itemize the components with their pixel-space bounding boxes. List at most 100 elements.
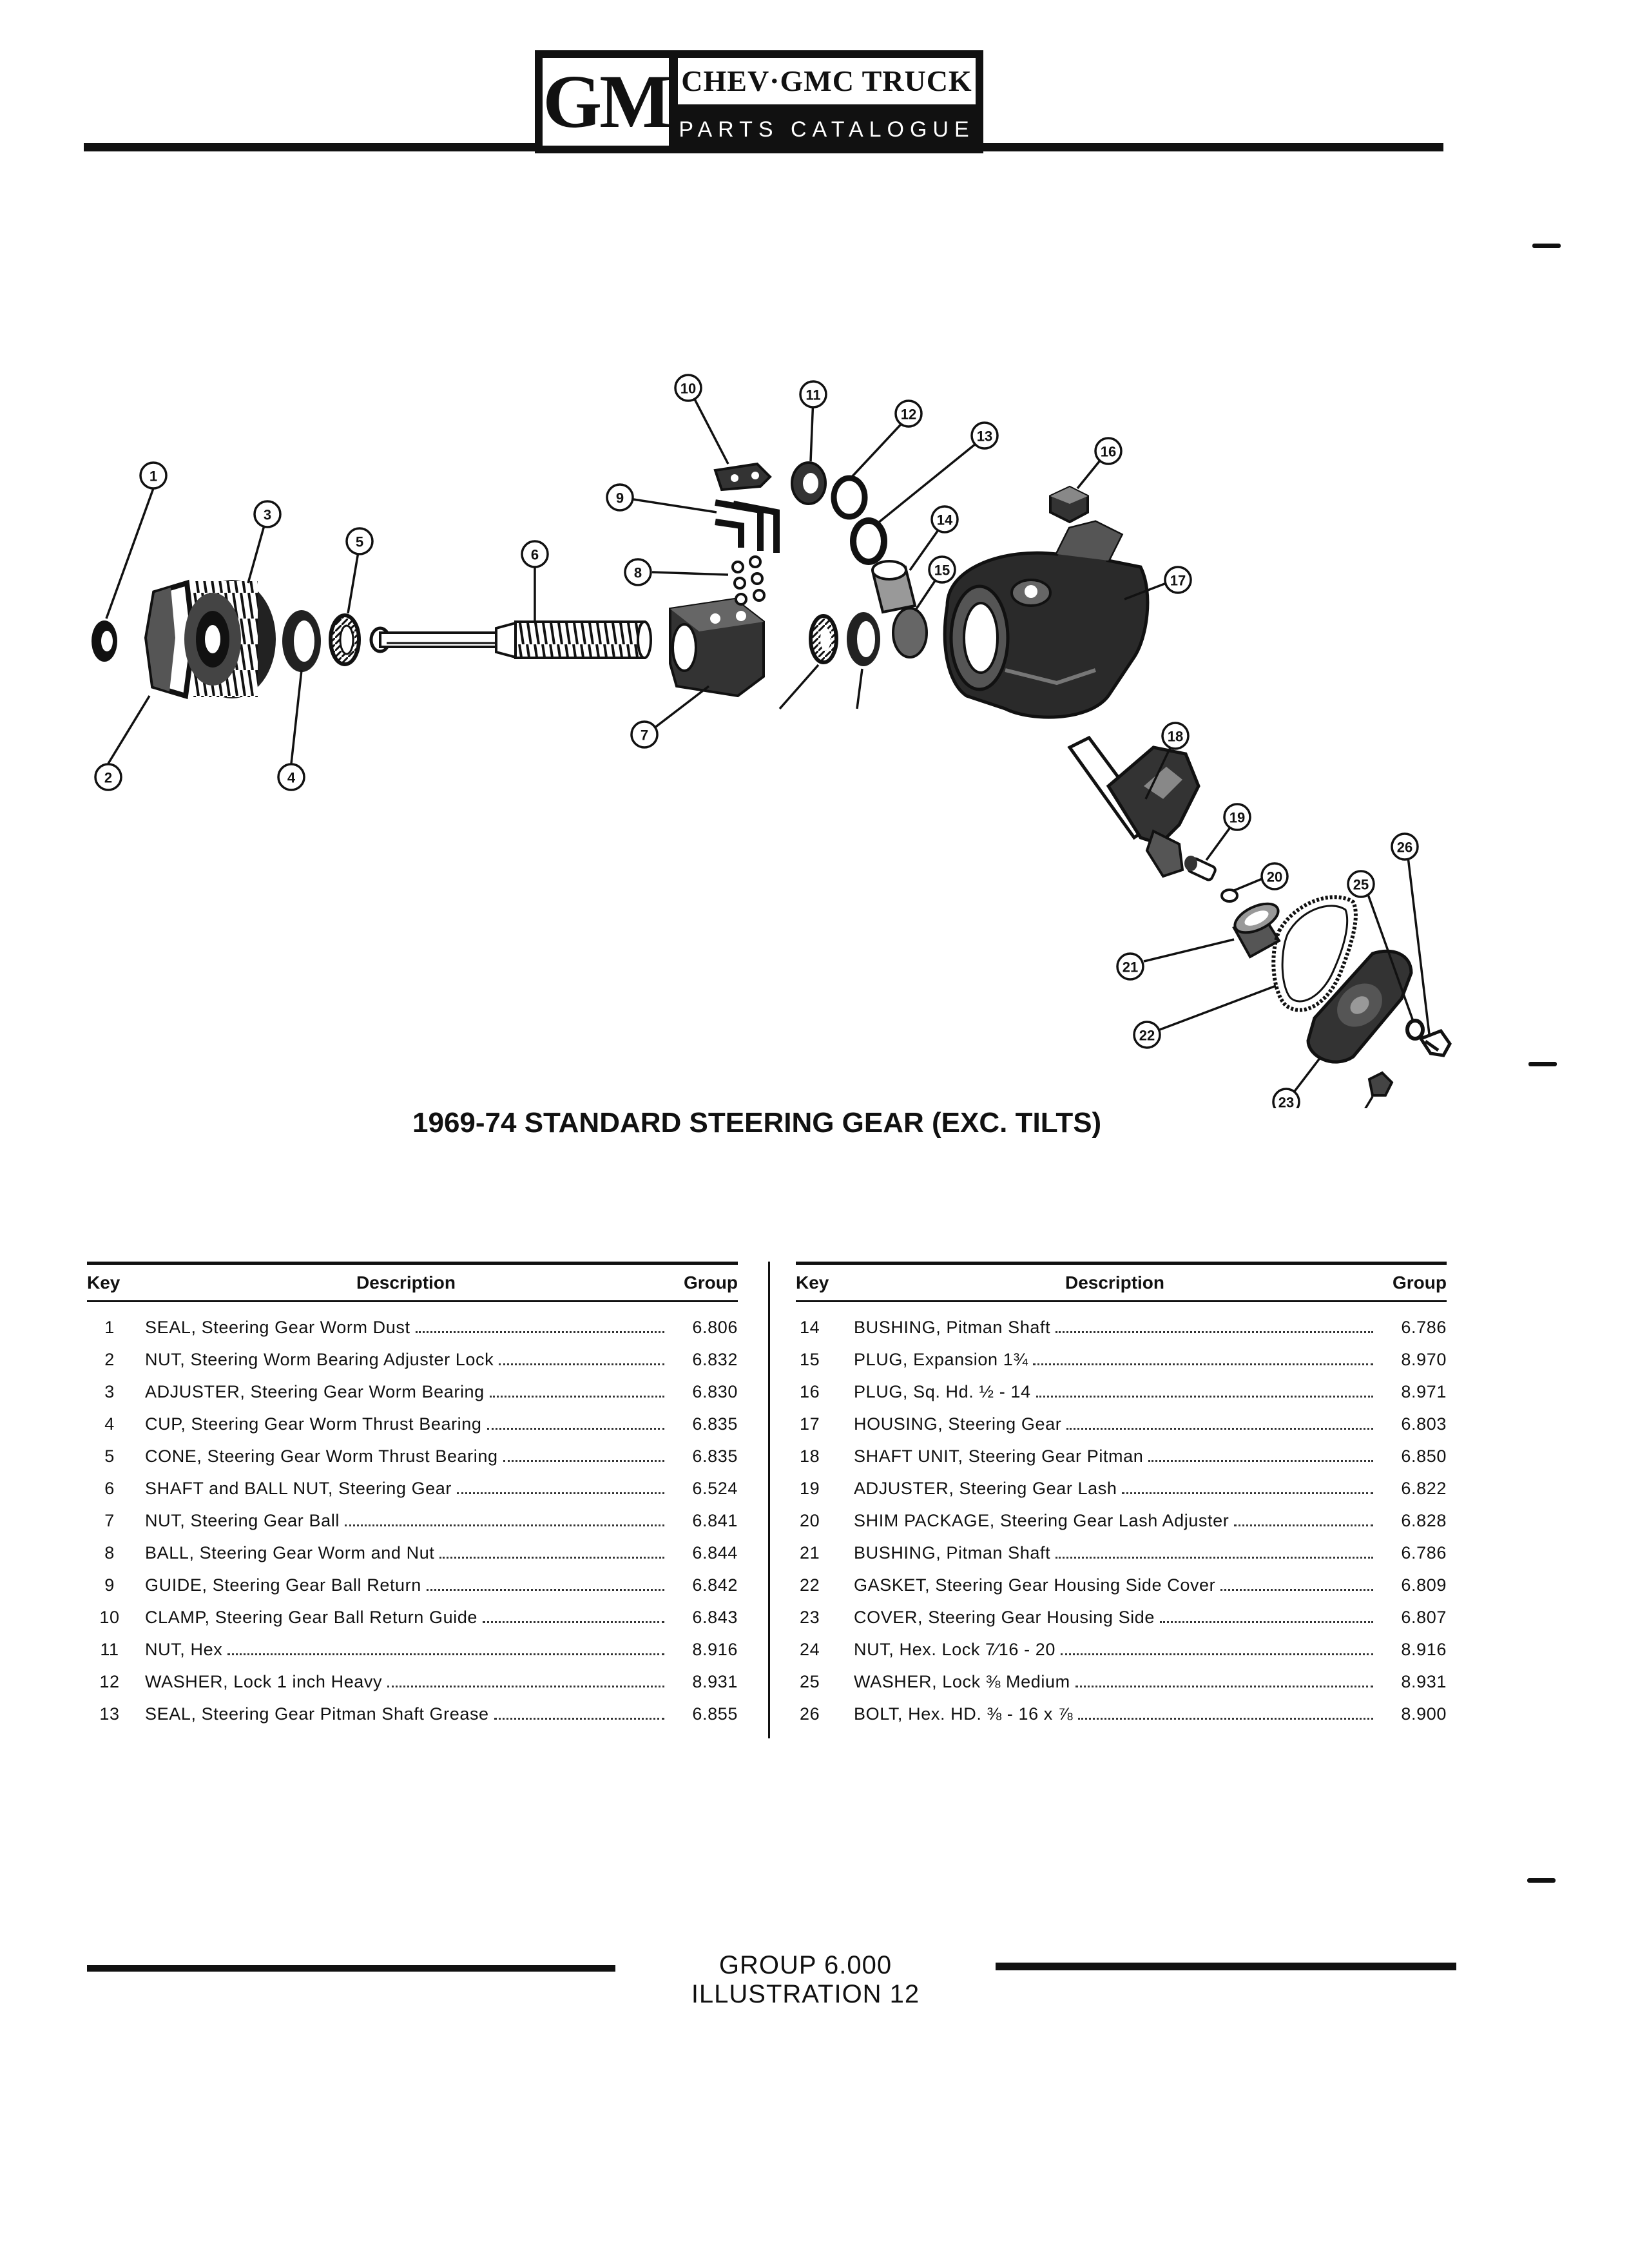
row-key: 14 xyxy=(800,1317,820,1337)
table-top-rule xyxy=(796,1262,1447,1265)
leader-dots xyxy=(1033,1363,1373,1365)
row-description-cell: GASKET, Steering Gear Housing Side Cover xyxy=(854,1575,1382,1595)
leader-dots xyxy=(387,1685,664,1687)
row-key: 6 xyxy=(104,1478,115,1498)
row-group: 8.931 xyxy=(1401,1671,1447,1691)
part-8-worm-and-nut-balls xyxy=(731,555,766,606)
row-description-cell: NUT, Hex xyxy=(145,1640,673,1660)
part-26-hex-head-bolt xyxy=(1418,1028,1452,1057)
row-key: 15 xyxy=(800,1349,820,1369)
row-description: BUSHING, Pitman Shaft xyxy=(854,1542,1051,1562)
part-2-adjuster-lock-nut xyxy=(144,579,197,700)
row-group: 8.971 xyxy=(1401,1381,1447,1401)
callout-22: 22 xyxy=(1133,1021,1161,1049)
row-description-cell: NUT, Steering Gear Ball xyxy=(145,1511,673,1531)
row-key: 18 xyxy=(800,1446,820,1466)
part-6-shaft-and-ball-nut xyxy=(369,620,652,659)
part-5-second-bearing-cone xyxy=(809,614,838,664)
part-22-side-cover-gasket xyxy=(1271,895,1358,1012)
svg-text:25: 25 xyxy=(1353,877,1369,893)
row-description-cell: CLAMP, Steering Gear Ball Return Guide xyxy=(145,1608,673,1628)
row-description-cell: ADJUSTER, Steering Gear Lash xyxy=(854,1479,1382,1499)
row-description: ADJUSTER, Steering Gear Worm Bearing xyxy=(145,1381,485,1401)
part-10-ball-return-guide-clamp xyxy=(713,462,772,492)
part-17-steering-gear-housing xyxy=(943,520,1150,719)
row-key: 10 xyxy=(99,1607,120,1627)
row-description: PLUG, Expansion 1¾ xyxy=(854,1349,1028,1369)
row-group: 6.850 xyxy=(1401,1446,1447,1466)
row-group: 8.931 xyxy=(692,1671,738,1691)
row-group: 6.830 xyxy=(692,1381,738,1401)
svg-text:18: 18 xyxy=(1168,729,1183,745)
row-group: 8.900 xyxy=(1401,1704,1447,1724)
callout-7: 7 xyxy=(630,720,659,749)
part-1-worm-dust-seal xyxy=(92,620,117,662)
callout-26: 26 xyxy=(1391,832,1419,861)
part-23-housing-side-cover xyxy=(1306,949,1413,1064)
row-group: 6.806 xyxy=(692,1317,738,1337)
row-group: 8.916 xyxy=(692,1639,738,1659)
leader-dots xyxy=(1234,1524,1373,1526)
callout-18: 18 xyxy=(1161,722,1190,750)
table-header: Key Description Group xyxy=(87,1265,738,1302)
leader-dots xyxy=(1036,1395,1373,1398)
callout-8: 8 xyxy=(624,558,652,586)
header-key: Key xyxy=(87,1272,120,1293)
edge-mark xyxy=(1532,244,1561,248)
leader-dots xyxy=(1061,1653,1373,1655)
row-key: 5 xyxy=(104,1446,115,1466)
row-description-cell: BUSHING, Pitman Shaft xyxy=(854,1318,1382,1338)
row-group: 6.524 xyxy=(692,1478,738,1498)
table-header: Key Description Group xyxy=(796,1265,1447,1302)
row-group: 6.809 xyxy=(1401,1575,1447,1595)
row-description: CLAMP, Steering Gear Ball Return Guide xyxy=(145,1607,478,1627)
row-group: 6.843 xyxy=(692,1607,738,1627)
svg-text:11: 11 xyxy=(805,387,820,403)
row-key: 1 xyxy=(104,1317,115,1337)
leader-dots xyxy=(426,1588,664,1591)
row-description: NUT, Steering Worm Bearing Adjuster Lock xyxy=(145,1349,494,1369)
leader-dots xyxy=(344,1524,664,1526)
svg-text:12: 12 xyxy=(901,407,916,423)
svg-text:7: 7 xyxy=(641,727,648,744)
part-15-expansion-plug xyxy=(892,607,928,658)
row-key: 11 xyxy=(100,1639,119,1659)
callout-23: 23 xyxy=(1272,1088,1300,1108)
row-description: BUSHING, Pitman Shaft xyxy=(854,1317,1051,1337)
row-description-cell: WASHER, Lock ⅜ Medium xyxy=(854,1672,1382,1692)
row-description-cell: BALL, Steering Gear Worm and Nut xyxy=(145,1543,673,1563)
row-group: 6.822 xyxy=(1401,1478,1447,1498)
row-description: COVER, Steering Gear Housing Side xyxy=(854,1607,1155,1627)
callout-5: 5 xyxy=(345,527,374,555)
leader-dots xyxy=(503,1459,664,1462)
row-description: CONE, Steering Gear Worm Thrust Bearing xyxy=(145,1446,498,1466)
callout-11: 11 xyxy=(799,380,827,408)
row-group: 8.916 xyxy=(1401,1639,1447,1659)
row-description: BALL, Steering Gear Worm and Nut xyxy=(145,1542,435,1562)
svg-text:10: 10 xyxy=(680,381,696,397)
svg-text:19: 19 xyxy=(1229,810,1245,826)
callout-4: 4 xyxy=(277,763,305,791)
callout-10: 10 xyxy=(674,374,702,402)
row-description-cell: HOUSING, Steering Gear xyxy=(854,1414,1382,1434)
part-5-thrust-bearing-cone xyxy=(329,613,361,666)
header-group: Group xyxy=(684,1272,738,1293)
header-description: Description xyxy=(1065,1272,1165,1293)
svg-text:26: 26 xyxy=(1397,840,1412,856)
